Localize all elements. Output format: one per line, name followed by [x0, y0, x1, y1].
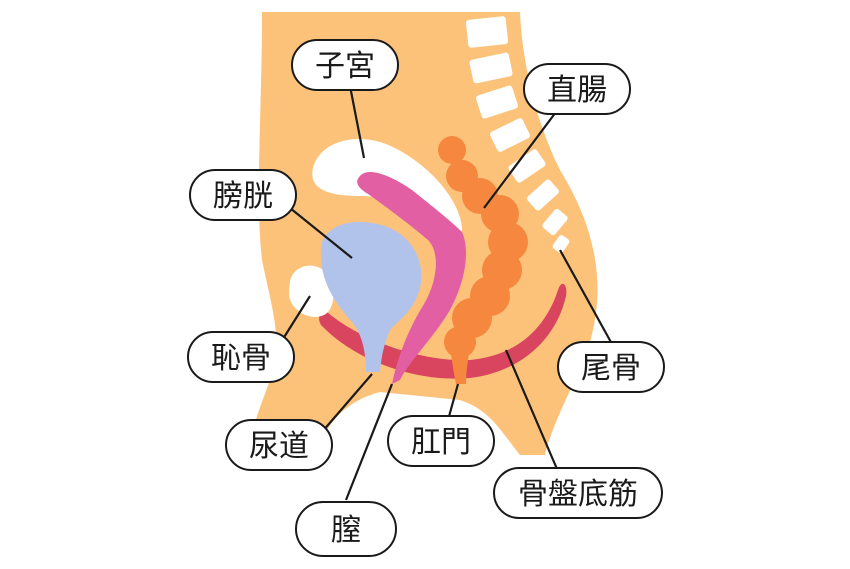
vertebra-5	[508, 149, 546, 183]
label-anus: 肛門	[387, 415, 495, 467]
label-rectum: 直腸	[523, 63, 631, 115]
leader-pelvic-floor	[504, 349, 562, 477]
label-anus-text: 肛門	[411, 425, 471, 460]
label-urethra-text: 尿道	[249, 429, 309, 464]
pubic-bone	[289, 265, 334, 317]
label-coccyx: 尾骨	[557, 341, 665, 393]
label-vagina: 膣	[295, 501, 397, 557]
bladder	[320, 221, 422, 372]
leader-rectum	[483, 111, 557, 209]
label-bladder-text: 膀胱	[213, 179, 273, 214]
vertebra-7	[542, 208, 568, 236]
vertebra-1	[465, 16, 509, 48]
label-pelvic-floor-text: 骨盤底筋	[518, 477, 638, 512]
rectum	[438, 136, 528, 384]
label-coccyx-text: 尾骨	[581, 351, 641, 386]
uterus	[357, 171, 466, 384]
label-urethra: 尿道	[225, 419, 333, 471]
rectum-tail	[450, 346, 470, 384]
label-pelvic-floor: 骨盤底筋	[493, 467, 663, 519]
leader-vagina	[344, 383, 394, 501]
vertebra-4	[490, 118, 530, 152]
label-rectum-text: 直腸	[547, 73, 607, 108]
rectum-segment-1	[438, 136, 466, 164]
label-pubic-bone: 恥骨	[187, 331, 295, 383]
vertebra-6	[527, 179, 559, 211]
vertebra-8	[552, 235, 570, 253]
vertebra-3	[476, 85, 518, 119]
leader-anus	[446, 383, 460, 421]
vertebra-2	[469, 52, 513, 84]
leader-bladder	[289, 207, 353, 259]
label-uterus-text: 子宮	[315, 49, 375, 84]
label-bladder: 膀胱	[189, 169, 297, 221]
label-vagina-text: 膣	[331, 513, 361, 548]
sacrum-vertebrae	[465, 16, 570, 253]
label-uterus: 子宮	[291, 39, 399, 91]
leader-lines	[275, 85, 613, 501]
label-pubic-bone-text: 恥骨	[211, 341, 271, 376]
leader-urethra	[321, 373, 373, 433]
leader-uterus	[348, 85, 366, 159]
leader-coccyx	[559, 249, 613, 345]
